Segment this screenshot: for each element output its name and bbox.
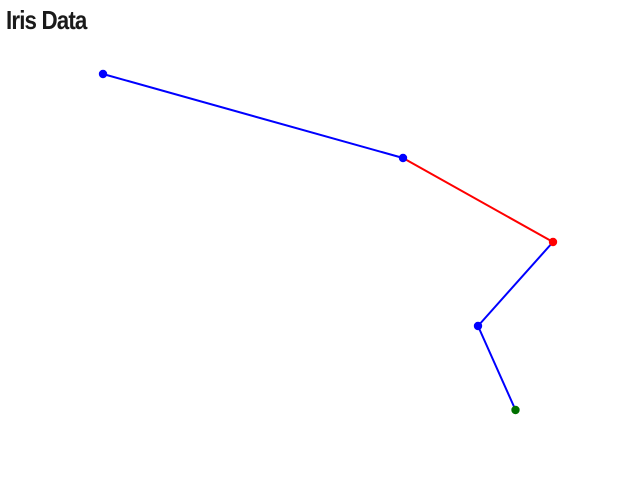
line-segment: [102, 73, 404, 159]
line-segment: [402, 157, 554, 243]
line-segment: [477, 241, 554, 327]
data-point: [511, 405, 520, 415]
data-point: [98, 69, 108, 79]
chart-title: Iris Data: [6, 5, 87, 35]
data-point: [473, 321, 483, 331]
line-segment: [477, 325, 517, 411]
data-point: [398, 153, 408, 163]
data-point: [548, 237, 558, 247]
